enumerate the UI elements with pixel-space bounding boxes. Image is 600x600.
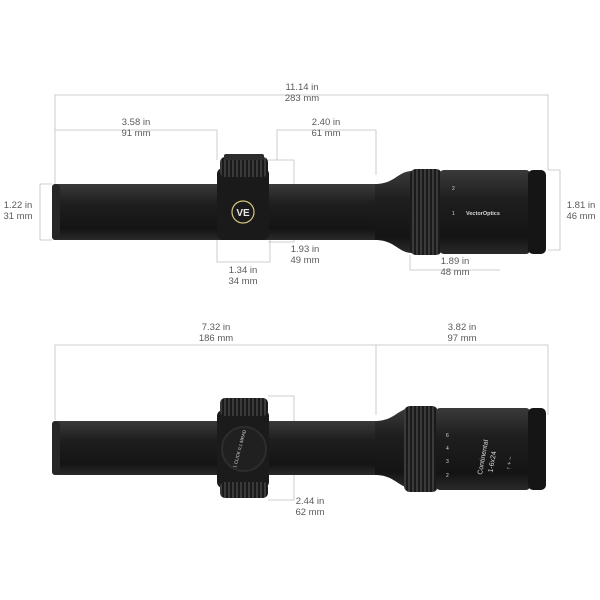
turret-height-label: 1.93 in 49 mm <box>290 244 320 266</box>
turret-width-label: 1.34 in 34 mm <box>228 265 258 287</box>
brand-logo-icon <box>231 200 255 224</box>
elevation-turret-side <box>220 398 268 416</box>
zoom-mark-2: 2 <box>452 186 455 192</box>
zoom-mark-4: 4 <box>446 446 449 452</box>
zoom-ring-side <box>404 406 438 492</box>
turret-to-front-label: 3.82 in 97 mm <box>447 322 477 344</box>
eyepiece-to-turret-label: 3.58 in 91 mm <box>121 117 151 139</box>
tube-diameter-label: 1.22 in 31 mm <box>3 200 33 222</box>
zoom-mark-1: 1 <box>452 211 455 217</box>
zoom-mark-3: 3 <box>446 459 449 465</box>
turret-side-width-label: 2.44 in 62 mm <box>295 496 325 518</box>
model-spec-text: 1-6x24 <box>488 451 499 473</box>
objective-bell-top <box>440 170 530 254</box>
objective-cap-side <box>528 408 546 490</box>
objective-flare-top <box>375 171 412 253</box>
top-view: 2 1 VectorOptics VE <box>39 94 561 271</box>
direction-marks: ↑ + − <box>506 456 514 471</box>
windage-turret-side <box>220 482 268 498</box>
elevation-turret-cap <box>220 157 268 177</box>
side-view: 6 4 3 2 Continental 1-6x24 ↑ + − 1 CLICK… <box>52 344 549 501</box>
brand-text: VectorOptics <box>466 211 500 217</box>
objective-cap-top <box>528 170 546 254</box>
objective-bell-label: 1.89 in 48 mm <box>440 256 470 278</box>
objective-flare-side <box>375 408 412 488</box>
rear-to-turret-label: 7.32 in 186 mm <box>198 322 234 344</box>
turret-dial-face <box>221 426 267 472</box>
objective-diameter-label: 1.81 in 46 mm <box>566 200 596 222</box>
zoom-mark-2b: 2 <box>446 473 449 479</box>
svg-text:VE: VE <box>236 208 250 219</box>
zoom-mark-6: 6 <box>446 433 449 439</box>
zoom-ring-top <box>410 169 442 255</box>
turret-to-objective-label: 2.40 in 61 mm <box>311 117 341 139</box>
objective-bell-side <box>436 408 530 490</box>
overall-length-label: 11.14 in 283 mm <box>284 82 320 104</box>
